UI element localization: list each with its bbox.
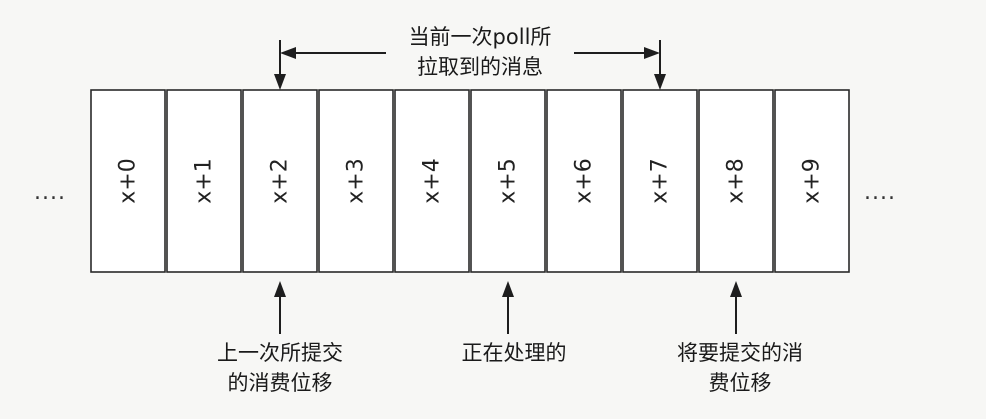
ellipsis-right: .... [864,180,896,205]
offset-cell-label: x+6 [572,158,597,203]
offset-cell-box [774,89,850,273]
range-start-arrow-head [274,74,286,90]
marker-caption-line1: 将要提交的消 [677,341,803,365]
offset-cell-label: x+3 [344,158,369,203]
marker-caption-line2: 的消费位移 [227,371,333,395]
offset-cell: x+1 [166,89,242,273]
offset-cell: x+5 [470,89,546,273]
poll-range-arrows [274,40,666,90]
marker-caption-last-committed: 上一次所提交 的消费位移 [180,338,380,398]
marker-arrow-2-head [730,281,742,297]
marker-caption-line1: 上一次所提交 [217,341,343,365]
offset-cell: x+3 [318,89,394,273]
offset-cell-label: x+1 [192,158,217,203]
offset-cell-label: x+4 [420,158,445,203]
poll-range-caption: 当前一次poll所 拉取到的消息 [380,22,580,82]
range-left-head [280,47,296,59]
poll-range-caption-line2: 拉取到的消息 [417,55,543,79]
offset-cell-box [470,89,546,273]
offset-cell-box [318,89,394,273]
range-right-head [644,47,660,59]
marker-arrow-0-head [274,281,286,297]
marker-caption-processing: 正在处理的 [414,338,614,368]
offset-cell-box [166,89,242,273]
poll-range-caption-line1: 当前一次poll所 [408,25,552,49]
offset-cell: x+7 [622,89,698,273]
marker-arrow-1-head [502,281,514,297]
offset-cell-label: x+9 [800,158,825,203]
offset-cell-box [242,89,318,273]
offset-cell-box [622,89,698,273]
marker-arrows [274,281,742,334]
offset-cell-label: x+0 [116,158,141,203]
ellipsis-left: .... [34,180,66,205]
offset-cell-label: x+8 [724,158,749,203]
offset-cells: x+0 x+1 x+2 x+3 x+4 x+5 x+6 x+7 x+8 x+9 [90,89,850,273]
offset-cell-label: x+5 [496,158,521,203]
offset-cell: x+6 [546,89,622,273]
offset-cell-label: x+7 [648,158,673,203]
offset-cell-box [546,89,622,273]
offset-cell: x+2 [242,89,318,273]
offset-cell: x+0 [90,89,166,273]
offset-cell: x+4 [394,89,470,273]
offset-cell-box [394,89,470,273]
offset-cell-box [90,89,166,273]
marker-caption-line1: 正在处理的 [461,341,567,365]
offset-cell-box [698,89,774,273]
offset-cell: x+8 [698,89,774,273]
offset-cell: x+9 [774,89,850,273]
marker-caption-to-commit: 将要提交的消 费位移 [640,338,840,398]
marker-caption-line2: 费位移 [708,371,772,395]
range-end-arrow-head [654,74,666,90]
offset-cell-label: x+2 [268,158,293,203]
